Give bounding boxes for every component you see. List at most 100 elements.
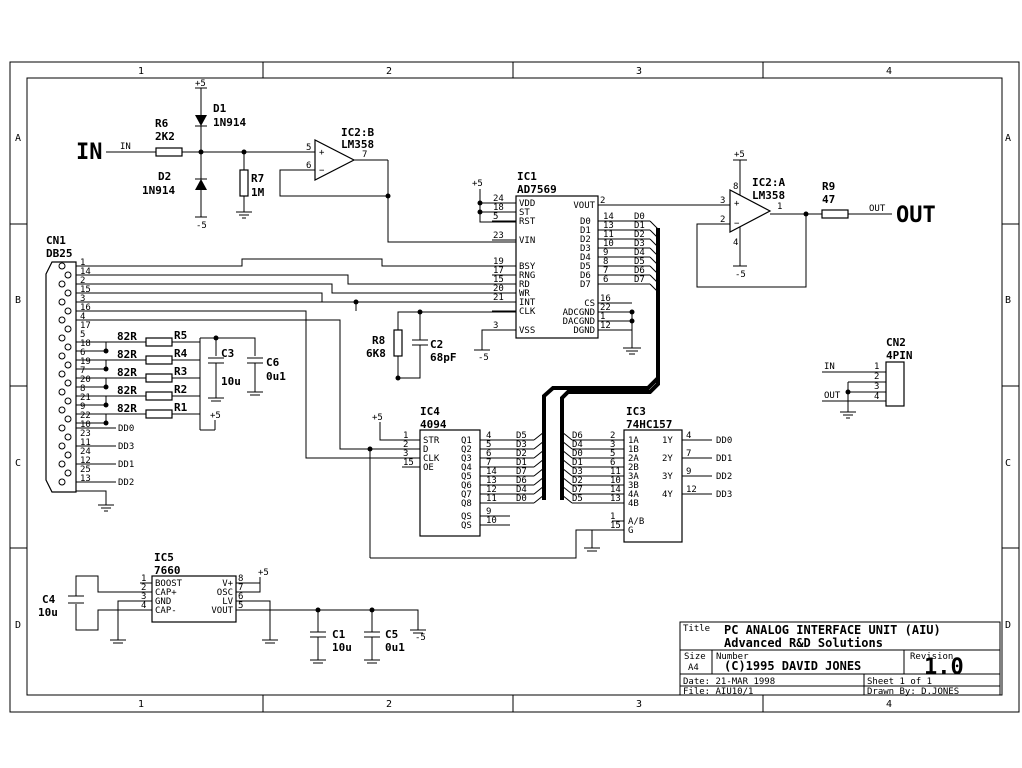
pin-number: 19 bbox=[80, 357, 91, 367]
pin-number: 2 bbox=[141, 583, 146, 593]
pin-name: D0 bbox=[580, 217, 591, 227]
resistor-value: 82R bbox=[117, 366, 137, 379]
pin-name: D4 bbox=[580, 253, 591, 263]
c5-value: 0u1 bbox=[385, 641, 405, 654]
net-label: D4 bbox=[634, 248, 645, 258]
net-label: DD2 bbox=[716, 472, 732, 482]
pin-number: 6 bbox=[603, 275, 608, 285]
pin-number: 2 bbox=[600, 196, 605, 206]
pin-name: 2Y bbox=[662, 454, 673, 464]
pin-name: CLK bbox=[519, 307, 536, 317]
sheet-text: Sheet 1 of 1 bbox=[867, 677, 932, 687]
col-label: 3 bbox=[636, 66, 642, 77]
connector-pin bbox=[58, 262, 66, 270]
pin-number: 9 bbox=[486, 507, 491, 517]
pin-number: 17 bbox=[493, 266, 504, 276]
connector-pin bbox=[58, 370, 66, 378]
resistor-ref: R2 bbox=[174, 383, 187, 396]
resistor-82r bbox=[145, 391, 173, 401]
pin-number: 10 bbox=[486, 516, 497, 526]
pin-name: BSY bbox=[519, 262, 536, 272]
bus-entry bbox=[561, 467, 573, 477]
connector-pin bbox=[64, 379, 72, 387]
pin-number: 5 bbox=[80, 330, 85, 340]
pin-name: D2 bbox=[580, 235, 591, 245]
pin-name: VOUT bbox=[573, 201, 595, 211]
date-text: Date: 21-MAR 1998 bbox=[683, 677, 775, 687]
c4-ref: C4 bbox=[42, 593, 56, 606]
pin-number: 7 bbox=[486, 458, 491, 468]
company-name: Advanced R&D Solutions bbox=[724, 636, 883, 650]
connector-pin bbox=[64, 469, 72, 477]
net-label: D3 bbox=[634, 239, 645, 249]
pin-number: 17 bbox=[80, 321, 91, 331]
net-label: D6 bbox=[572, 431, 583, 441]
pin-name: 3Y bbox=[662, 472, 673, 482]
row-label: B bbox=[15, 295, 21, 306]
neg5-label: -5 bbox=[196, 221, 207, 231]
pin-name: 1A bbox=[628, 436, 639, 446]
ic2a-value: LM358 bbox=[752, 189, 785, 202]
resistor-value: 82R bbox=[117, 330, 137, 343]
net-label: D6 bbox=[634, 266, 645, 276]
connector-pin bbox=[64, 451, 72, 459]
pin-number: 3 bbox=[80, 294, 85, 304]
pin-name: VIN bbox=[519, 236, 535, 246]
pin-number: 20 bbox=[80, 375, 91, 385]
r6-ref: R6 bbox=[155, 117, 169, 130]
pin-name: 1B bbox=[628, 445, 639, 455]
ic2a-ref: IC2:A bbox=[752, 176, 785, 189]
cn2-header: CN2 4PIN 1 2 3 4 IN OUT bbox=[822, 336, 913, 419]
bus-entry bbox=[533, 440, 545, 450]
pin-number: 4 bbox=[686, 431, 691, 441]
title-block: Title PC ANALOG INTERFACE UNIT (AIU) Adv… bbox=[679, 621, 1001, 697]
col-label: 4 bbox=[886, 699, 892, 710]
pin-number: 5 bbox=[238, 601, 243, 611]
r6-value: 2K2 bbox=[155, 130, 175, 143]
ic4-pos5: +5 bbox=[372, 413, 383, 423]
pin-name: GND bbox=[155, 597, 171, 607]
resistor-82r bbox=[145, 355, 173, 365]
row-label: C bbox=[15, 458, 21, 469]
pin-number: 15 bbox=[403, 458, 414, 468]
pin-number: 1 bbox=[141, 574, 146, 584]
revision-label: Revision bbox=[910, 652, 953, 662]
resistor-value: 82R bbox=[117, 384, 137, 397]
pin-name: VOUT bbox=[211, 606, 233, 616]
resistor-r9 bbox=[821, 209, 849, 219]
bus-entry bbox=[561, 431, 573, 441]
resistor-r6 bbox=[155, 147, 183, 157]
pin-name: INT bbox=[519, 298, 536, 308]
pin-number: 14 bbox=[610, 485, 621, 495]
c2-value: 68pF bbox=[430, 351, 457, 364]
pin-number: 7 bbox=[686, 449, 691, 459]
rpack-pos5: +5 bbox=[210, 411, 221, 421]
pin-name: 2B bbox=[628, 463, 639, 473]
pin-name: Q3 bbox=[461, 454, 472, 464]
bus-entry bbox=[533, 476, 545, 486]
net-label: D1 bbox=[516, 458, 527, 468]
pin-name: 4B bbox=[628, 499, 639, 509]
out-terminal-label: OUT bbox=[896, 203, 936, 228]
pin-name: CLK bbox=[423, 454, 440, 464]
cn2-ref: CN2 bbox=[886, 336, 906, 349]
col-label: 2 bbox=[386, 699, 392, 710]
r8-value: 6K8 bbox=[366, 347, 386, 360]
pin-number: 22 bbox=[80, 411, 91, 421]
size-label: Size bbox=[684, 652, 706, 662]
r7-ref: R7 bbox=[251, 172, 264, 185]
resistor-82r bbox=[145, 409, 173, 419]
connector-pin bbox=[64, 361, 72, 369]
pin-number: 12 bbox=[486, 485, 497, 495]
connector-pin bbox=[64, 289, 72, 297]
pin-name: CAP- bbox=[155, 606, 177, 616]
net-label: D4 bbox=[516, 485, 527, 495]
pin-number: 14 bbox=[603, 212, 614, 222]
ic2a-pos5: +5 bbox=[734, 150, 745, 160]
pin-name: RD bbox=[519, 280, 530, 290]
pin-name: ST bbox=[519, 208, 530, 218]
pin-name: D7 bbox=[580, 280, 591, 290]
revision-value: 1.0 bbox=[924, 655, 964, 680]
pin-number: 18 bbox=[493, 203, 504, 213]
pin-number: 14 bbox=[80, 267, 91, 277]
